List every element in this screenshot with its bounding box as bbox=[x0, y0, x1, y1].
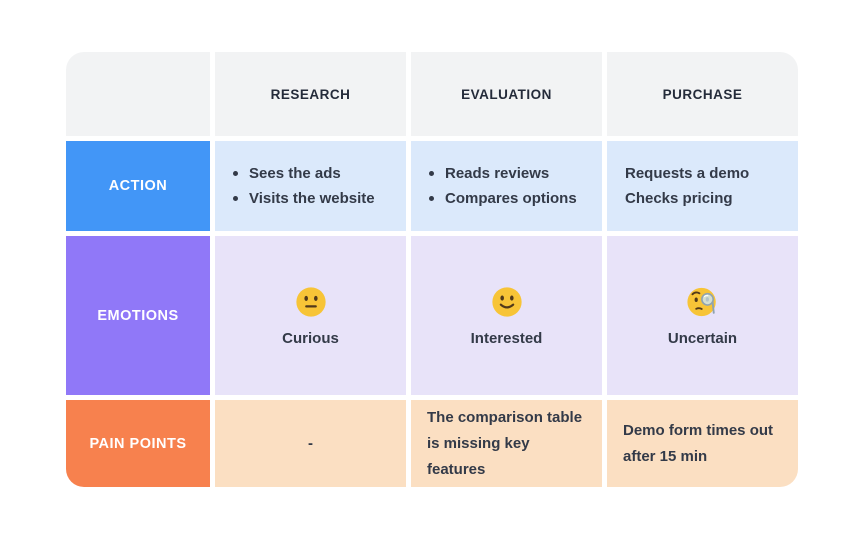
bullet-item: Reads reviews bbox=[429, 161, 577, 186]
bullet-item: Compares options bbox=[429, 186, 577, 211]
emotion-label: Interested bbox=[470, 329, 543, 347]
bullet-item: Sees the ads bbox=[233, 161, 375, 186]
emotion-label: Uncertain bbox=[667, 329, 738, 347]
face-with-monocle-emoji bbox=[686, 287, 716, 316]
header-empty-cell bbox=[66, 52, 210, 136]
customer-journey-table: RESEARCH EVALUATION PURCHASE ACTION Sees… bbox=[66, 52, 798, 487]
pain-cell-purchase: Demo form times out after 15 min bbox=[607, 400, 798, 487]
emotion-label: Curious bbox=[282, 329, 339, 347]
pain-text: The comparison table is missing key feat… bbox=[427, 408, 583, 478]
pain-cell-research: - bbox=[215, 400, 406, 487]
row-label-action: ACTION bbox=[66, 141, 210, 231]
row-label-text: EMOTIONS bbox=[97, 307, 179, 324]
action-cell-purchase: Requests a demo Checks pricing bbox=[607, 141, 798, 231]
pain-text: - bbox=[308, 435, 313, 452]
slightly-smiling-face-emoji bbox=[491, 286, 522, 317]
pain-text: Demo form times out after 15 min bbox=[623, 421, 774, 465]
bullet-dot bbox=[429, 171, 434, 176]
action-cell-research: Sees the ads Visits the website bbox=[215, 141, 406, 231]
row-label-emotions: EMOTIONS bbox=[66, 236, 210, 395]
row-label-pain-points: PAIN POINTS bbox=[66, 400, 210, 487]
bullet-text: Compares options bbox=[445, 190, 577, 207]
column-header-label: RESEARCH bbox=[270, 86, 351, 102]
bullet-text: Visits the website bbox=[249, 190, 375, 207]
row-label-text: PAIN POINTS bbox=[89, 435, 187, 452]
bullet-item: Visits the website bbox=[233, 186, 375, 211]
row-label-text: ACTION bbox=[108, 178, 168, 194]
bullet-dot bbox=[233, 196, 238, 201]
column-header-label: PURCHASE bbox=[662, 86, 743, 102]
column-header-evaluation: EVALUATION bbox=[411, 52, 602, 136]
pain-cell-evaluation: The comparison table is missing key feat… bbox=[411, 400, 602, 487]
column-header-research: RESEARCH bbox=[215, 52, 406, 136]
action-line: Checks pricing bbox=[625, 190, 733, 207]
neutral-face-emoji bbox=[295, 286, 326, 317]
bullet-dot bbox=[429, 196, 434, 201]
column-header-purchase: PURCHASE bbox=[607, 52, 798, 136]
action-line: Requests a demo bbox=[625, 165, 750, 182]
emotion-cell-evaluation: Interested bbox=[411, 236, 602, 395]
bullet-text: Reads reviews bbox=[445, 165, 550, 182]
bullet-text: Sees the ads bbox=[249, 165, 341, 182]
emotion-cell-purchase: Uncertain bbox=[607, 236, 798, 395]
action-cell-evaluation: Reads reviews Compares options bbox=[411, 141, 602, 231]
emotion-cell-research: Curious bbox=[215, 236, 406, 395]
column-header-label: EVALUATION bbox=[461, 86, 552, 102]
bullet-dot bbox=[233, 171, 238, 176]
